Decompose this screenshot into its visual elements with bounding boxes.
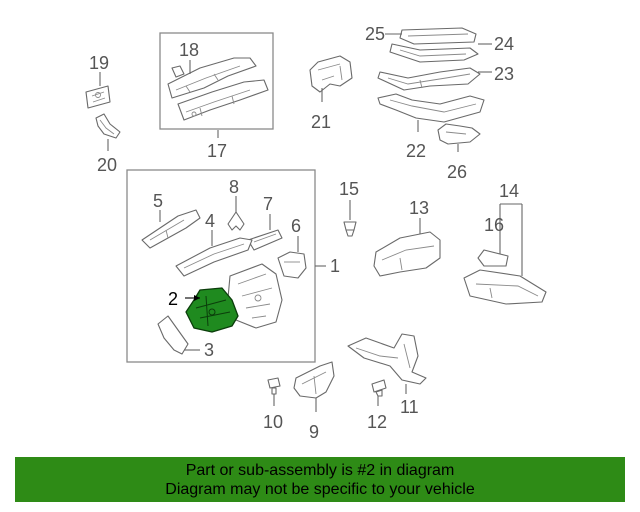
callout-8: 8 bbox=[229, 177, 239, 197]
part-6[interactable] bbox=[277, 251, 307, 279]
part-7[interactable] bbox=[247, 229, 283, 251]
part-17[interactable] bbox=[177, 79, 269, 121]
banner-line-2: Diagram may not be specific to your vehi… bbox=[165, 481, 475, 498]
part-12[interactable] bbox=[371, 379, 387, 397]
callout-4: 4 bbox=[205, 211, 215, 231]
callout-1: 1 bbox=[330, 256, 340, 276]
part-13[interactable] bbox=[373, 231, 441, 277]
callout-21: 21 bbox=[311, 112, 331, 132]
part-11[interactable] bbox=[347, 333, 427, 385]
callout-14: 14 bbox=[499, 181, 519, 201]
part-4[interactable] bbox=[175, 237, 253, 277]
part-14[interactable] bbox=[463, 269, 547, 305]
part-16[interactable] bbox=[477, 249, 509, 267]
part-25[interactable] bbox=[399, 27, 477, 45]
part-20[interactable] bbox=[95, 113, 121, 139]
callout-11: 11 bbox=[400, 397, 419, 417]
callout-16: 16 bbox=[484, 215, 504, 235]
callout-25: 25 bbox=[365, 24, 385, 44]
part-5[interactable] bbox=[141, 209, 201, 249]
callout-24: 24 bbox=[494, 34, 514, 54]
callout-2: 2 bbox=[168, 289, 178, 309]
banner-line-1: Part or sub-assembly is #2 in diagram bbox=[185, 462, 455, 479]
part-23[interactable] bbox=[377, 67, 481, 91]
callout-20: 20 bbox=[97, 155, 117, 175]
part-22[interactable] bbox=[377, 93, 485, 123]
callout-22: 22 bbox=[406, 141, 426, 161]
callout-7: 7 bbox=[263, 194, 273, 214]
info-banner: Part or sub-assembly is #2 in diagram Di… bbox=[15, 457, 625, 502]
callout-26: 26 bbox=[447, 162, 467, 182]
callout-19: 19 bbox=[89, 53, 109, 73]
part-8[interactable] bbox=[227, 211, 245, 231]
callout-6: 6 bbox=[291, 216, 301, 236]
callout-5: 5 bbox=[153, 191, 163, 211]
callout-15: 15 bbox=[339, 179, 359, 199]
part-26[interactable] bbox=[437, 123, 481, 145]
callout-23: 23 bbox=[494, 64, 514, 84]
part-3[interactable] bbox=[157, 315, 189, 355]
part-21[interactable] bbox=[309, 55, 353, 93]
callout-10: 10 bbox=[263, 412, 283, 432]
part-18[interactable] bbox=[167, 57, 257, 99]
callout-12: 12 bbox=[367, 412, 387, 432]
callout-9: 9 bbox=[309, 422, 319, 442]
callout-17: 17 bbox=[207, 141, 227, 161]
part-9[interactable] bbox=[293, 361, 335, 399]
part-19[interactable] bbox=[85, 85, 111, 109]
callout-13: 13 bbox=[409, 198, 429, 218]
parts-diagram: 19 20 18 17 21 25 24 bbox=[85, 24, 547, 442]
part-2-highlighted[interactable] bbox=[185, 287, 239, 333]
callout-18: 18 bbox=[179, 40, 199, 60]
part-24[interactable] bbox=[389, 43, 479, 63]
part-10[interactable] bbox=[267, 377, 281, 395]
part-15[interactable] bbox=[343, 221, 357, 237]
group-box-17 bbox=[159, 32, 274, 130]
callout-3: 3 bbox=[204, 340, 214, 360]
